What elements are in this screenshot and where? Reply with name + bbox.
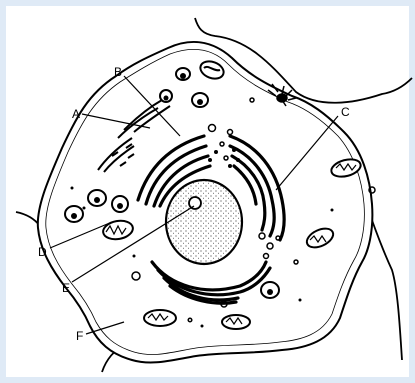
label-d: D bbox=[38, 245, 47, 259]
label-a: A bbox=[72, 107, 80, 121]
label-e: E bbox=[62, 281, 70, 295]
label-c: C bbox=[341, 105, 350, 119]
label-f: F bbox=[76, 329, 83, 343]
label-b: B bbox=[114, 65, 122, 79]
nucleolus bbox=[189, 197, 201, 209]
nucleus bbox=[166, 180, 242, 264]
